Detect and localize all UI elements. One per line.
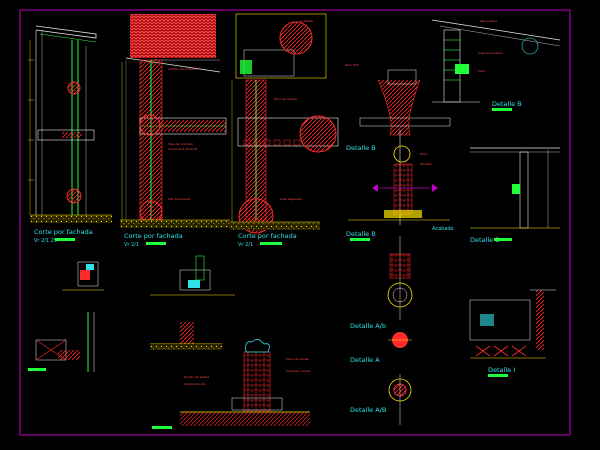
svg-text:Columna 0.30x0.30: Columna 0.30x0.30	[168, 147, 198, 151]
svg-text:Piso terminado: Piso terminado	[168, 197, 191, 201]
facade-section-1: Corte por fachada Vr 2/1 25	[28, 25, 112, 244]
section-1-scale: Vr 2/1 25	[34, 238, 57, 244]
drawing-frame	[19, 9, 571, 436]
svg-text:Muro de adobe: Muro de adobe	[286, 357, 309, 361]
svg-text:Viga de madera: Viga de madera	[478, 51, 502, 55]
detail-label-g: Detalle A/B	[350, 406, 386, 414]
svg-text:Tarrajeo: Tarrajeo	[419, 162, 432, 166]
lower-column-details: Detalle A/b Detalle A Detalle A/B	[350, 236, 413, 425]
detail-label-h: Detalle I	[488, 366, 515, 374]
svg-text:Sobrecimiento: Sobrecimiento	[184, 382, 206, 386]
section-3-title: Corte por fachada	[238, 232, 297, 240]
svg-text:Cimiento corrido: Cimiento corrido	[286, 369, 311, 373]
wall-detail-right: Detalle B	[470, 147, 560, 244]
svg-text:Teja andina: Teja andina	[479, 19, 497, 23]
svg-text:Losa aligerada: Losa aligerada	[280, 197, 302, 201]
lower-center-details	[150, 255, 235, 350]
detail-label-b: Detalle B	[346, 230, 376, 238]
svg-text:Cubierta: Cubierta	[300, 19, 313, 23]
facade-section-2: Ladrillo de acabado Viga de concreto Col…	[120, 14, 230, 248]
finish-label: Acabado	[432, 226, 454, 232]
detail-label-a: Detalle B	[346, 144, 376, 152]
facade-section-3: Cubierta Muro de ladrillo Losa aligerada…	[230, 13, 339, 248]
detail-label-c: Detalle B	[492, 100, 522, 108]
section-1-title: Corte por fachada	[34, 228, 93, 236]
lower-left-details	[28, 261, 104, 372]
roof-eave-detail: Teja andina Viga de madera Muro Detalle …	[431, 19, 561, 111]
stair-railing-detail: Detalle I	[469, 289, 556, 377]
section-2-scale: Vr 2/1	[124, 242, 139, 248]
detail-label-d: Detalle B	[470, 236, 500, 244]
svg-text:Tubo PVC: Tubo PVC	[344, 63, 359, 67]
svg-text:Viga de concreto: Viga de concreto	[168, 142, 193, 146]
detail-label-f: Detalle A	[350, 356, 380, 364]
section-3-scale: Vr 2/1	[238, 242, 253, 248]
svg-text:Muro: Muro	[478, 69, 486, 73]
svg-text:Zocalo de piedra: Zocalo de piedra	[184, 375, 209, 379]
svg-text:Ladrillo de acabado: Ladrillo de acabado	[168, 67, 198, 71]
detail-label-e: Detalle A/b	[350, 322, 386, 330]
section-2-title: Corte por fachada	[124, 232, 183, 240]
center-column-detail: Tubo PVC Muro Tarrajeo Detalle B Detalle…	[344, 63, 454, 241]
foundation-detail: Zocalo de piedra Sobrecimiento Muro de a…	[152, 339, 311, 429]
svg-text:Muro: Muro	[420, 152, 428, 156]
svg-text:Muro de ladrillo: Muro de ladrillo	[274, 97, 297, 101]
